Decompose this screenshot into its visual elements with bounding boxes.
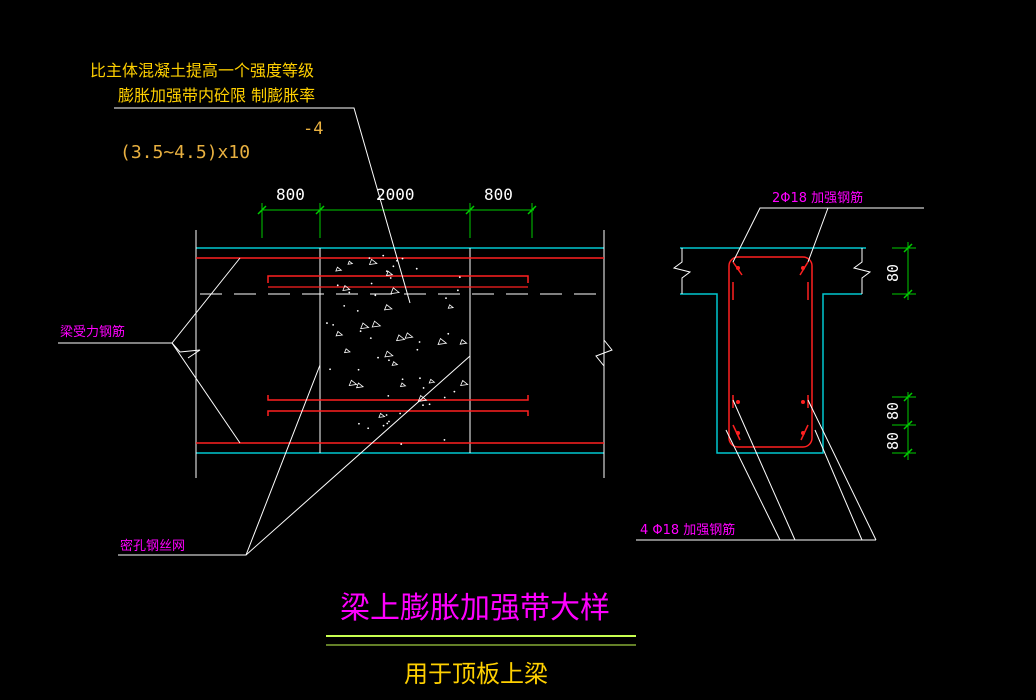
note-exponent: -4: [303, 119, 323, 139]
note-line2: 膨胀加强带内砼限 制膨胀率: [118, 86, 315, 105]
dim-bottom-2: 80: [884, 432, 902, 450]
label-beam-rebar: 梁受力钢筋: [60, 324, 125, 340]
label-mesh: 密孔钢丝网: [120, 538, 185, 554]
label-top-rebar: 2Φ18 加强钢筋: [772, 190, 863, 206]
dim-middle: 2000: [376, 185, 415, 204]
label-bottom-rebar: 4 Φ18 加强钢筋: [640, 522, 735, 538]
section-leaders: [636, 207, 924, 541]
leader-lines: [58, 107, 471, 556]
beam-elevation: [195, 230, 613, 478]
drawing-subtitle: 用于顶板上梁: [404, 660, 548, 688]
dimension-line: 800 2000 800: [257, 185, 537, 238]
note-ratio: (3.5~4.5)x10: [120, 142, 250, 163]
beam-section: [672, 247, 872, 454]
note-line1: 比主体混凝土提高一个强度等级: [90, 61, 314, 80]
dim-slab: 80: [884, 264, 902, 282]
section-dimensions: 80 80 80: [884, 242, 916, 460]
dim-right: 800: [484, 185, 513, 204]
dim-left: 800: [276, 185, 305, 204]
concrete-hatch: [326, 254, 469, 445]
drawing-title: 梁上膨胀加强带大样: [340, 591, 610, 626]
dim-bottom-1: 80: [884, 402, 902, 420]
